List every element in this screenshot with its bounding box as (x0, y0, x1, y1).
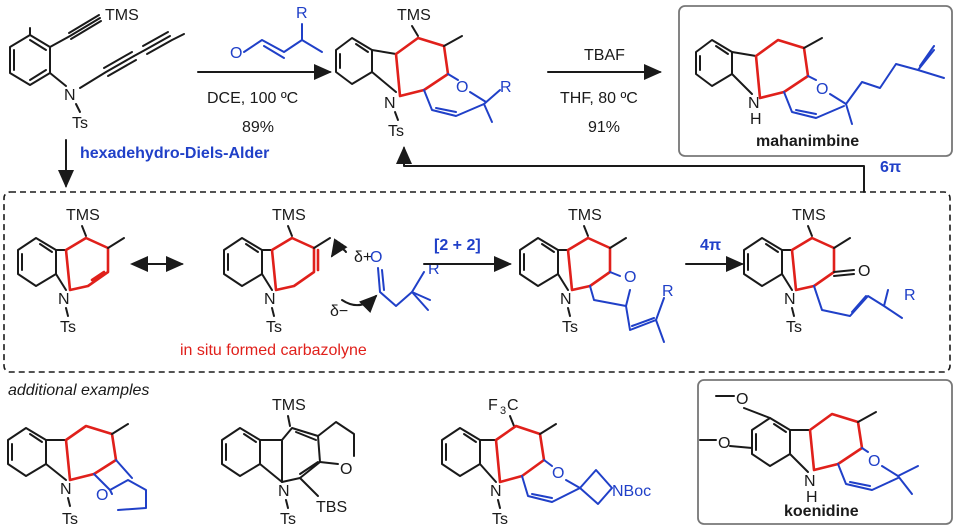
tbs-label: TBS (316, 499, 347, 516)
n-label: N (278, 483, 290, 500)
dienone-r: R (904, 287, 916, 304)
ts-label: Ts (562, 319, 578, 336)
starting-ynamide: TMS N Ts (9, 7, 185, 132)
example-azetidine-spiro: F 3 C N Ts O NBoc (441, 397, 651, 528)
koenidine-box (697, 379, 953, 525)
mech-enal-r: R (428, 261, 440, 278)
delta-minus: δ− (330, 303, 348, 320)
mahanimbine-label: mahanimbine (756, 133, 859, 150)
cond2-line3: 91% (588, 119, 620, 136)
carbazolyne-resonance-b: TMS N Ts δ+ δ− (223, 207, 378, 336)
ts-label: Ts (62, 511, 78, 528)
dienone-o: O (858, 263, 870, 280)
ts-label: Ts (266, 319, 282, 336)
product-r: R (500, 79, 512, 96)
delta-plus: δ+ (354, 249, 372, 266)
oxetane-r: R (662, 283, 674, 300)
tms-label: TMS (272, 207, 306, 224)
n-label: N (64, 87, 76, 104)
carbazolyne-resonance-a: TMS N Ts (17, 207, 125, 336)
ts-label: Ts (72, 115, 88, 132)
step-22-label: [2 + 2] (434, 237, 481, 254)
n-label: N (58, 291, 70, 308)
tms-label: TMS (568, 207, 602, 224)
koenidine-o1: O (736, 391, 748, 408)
mahanimbine-h: H (750, 111, 762, 128)
ts-label: Ts (786, 319, 802, 336)
enal-r: R (296, 5, 308, 22)
koenidine-h: H (806, 489, 818, 506)
koenidine-structure: O O N H O (699, 391, 919, 506)
example-oxabicycle: N Ts O (7, 423, 147, 528)
koenidine-label: koenidine (784, 503, 859, 520)
oxetane-intermediate: TMS N Ts O R (519, 207, 674, 343)
cf3-f: F (488, 397, 498, 414)
enal-o: O (230, 45, 242, 62)
cf3-sub: 3 (500, 405, 506, 417)
tms-label: TMS (105, 7, 139, 24)
tms-label: TMS (397, 7, 431, 24)
sixpi-label: 6π (880, 159, 901, 176)
cf3-c: C (507, 397, 519, 414)
mahanimbine-box (678, 5, 953, 157)
nboc-label: NBoc (612, 483, 651, 500)
ts-label: Ts (60, 319, 76, 336)
cond1-line2: 89% (242, 119, 274, 136)
koenidine-n: N (804, 473, 816, 490)
dienone-intermediate: TMS N Ts O R (743, 207, 916, 336)
mahanimbine-structure: N H O (695, 37, 945, 128)
mech-enal-o: O (370, 249, 382, 266)
example-dihydrofuran: TMS N Ts O TBS (221, 397, 355, 528)
ts-label: Ts (388, 123, 404, 140)
hdda-label: hexadehydro-Diels-Alder (80, 145, 269, 162)
ts-label: Ts (280, 511, 296, 528)
n-label: N (490, 483, 502, 500)
additional-examples-label: additional examples (8, 382, 149, 399)
koenidine-o3: O (868, 453, 880, 470)
enal-reagent: O R (230, 5, 323, 62)
pyran-o: O (456, 79, 468, 96)
cond1-line1: DCE, 100 ºC (207, 90, 298, 107)
tms-pyranocarbazole: TMS N Ts O R (335, 7, 512, 140)
mahanimbine-n: N (748, 95, 760, 112)
n-label: N (784, 291, 796, 308)
example2-o: O (340, 461, 352, 478)
example3-o: O (552, 465, 564, 482)
oxetane-o: O (624, 269, 636, 286)
koenidine-o2: O (718, 435, 730, 452)
tms-label: TMS (272, 397, 306, 414)
example1-o: O (96, 487, 108, 504)
ts-label: Ts (492, 511, 508, 528)
tms-label: TMS (66, 207, 100, 224)
n-label: N (60, 481, 72, 498)
carbazolyne-caption: in situ formed carbazolyne (180, 342, 367, 359)
step-4pi-label: 4π (700, 237, 721, 254)
cond2-line1: TBAF (584, 47, 625, 64)
n-label: N (384, 95, 396, 112)
n-label: N (560, 291, 572, 308)
arrow-6pi (396, 146, 865, 193)
enal-mechanism: O R (370, 249, 440, 311)
cond2-line2: THF, 80 ºC (560, 90, 638, 107)
n-label: N (264, 291, 276, 308)
mahanimbine-o: O (816, 81, 828, 98)
tms-label: TMS (792, 207, 826, 224)
